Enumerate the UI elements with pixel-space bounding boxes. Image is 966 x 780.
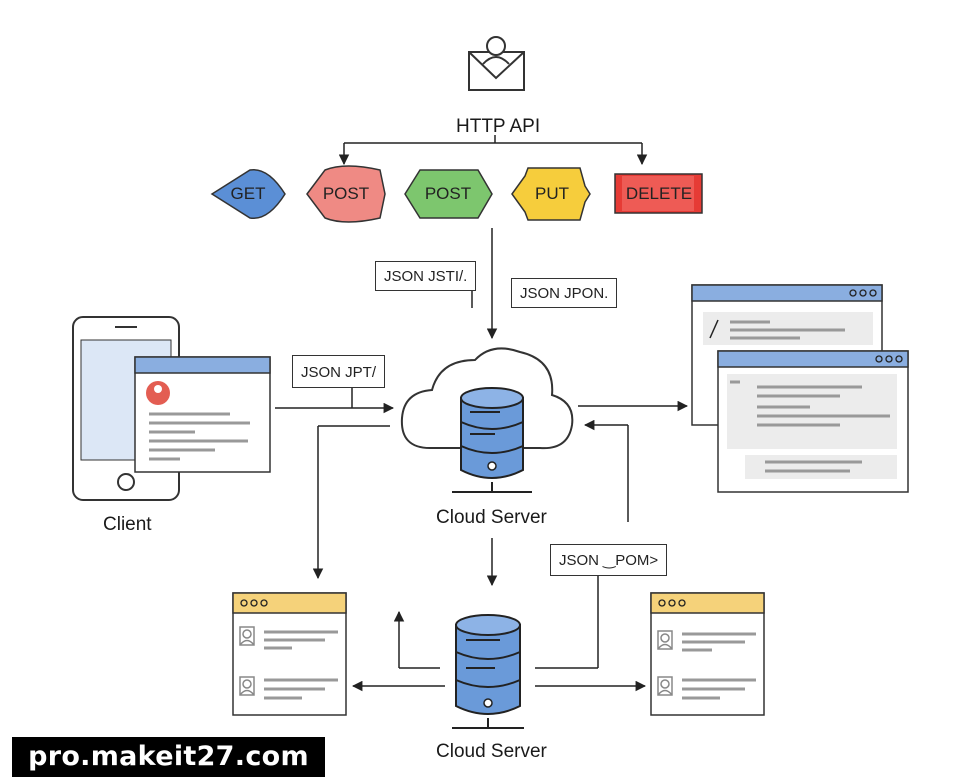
- browser-window-front: [717, 350, 909, 493]
- methods-to-cloud-arrow: [471, 228, 498, 340]
- lower-db-arrows: [351, 576, 647, 692]
- post-method-label-green: POST: [424, 184, 472, 203]
- cloud-browser-arrows: [486, 400, 689, 587]
- lower-database-icon: [452, 614, 524, 729]
- post-method-shape-green: [404, 169, 493, 219]
- lower-left-window: [232, 592, 347, 716]
- json-label-top-right: JSON JPON.: [511, 278, 618, 308]
- http-api-title: HTTP API: [456, 116, 541, 137]
- client-window: [134, 356, 271, 473]
- user-outline-icon: [239, 626, 255, 646]
- post-method-shape-red: [306, 165, 386, 223]
- put-method-label: PUT: [535, 184, 569, 203]
- get-method-label: GET: [230, 184, 266, 203]
- put-method-shape: [511, 167, 591, 221]
- cloud-server-label: Cloud Server: [436, 507, 547, 528]
- json-label-client: JSON JPT/: [292, 355, 386, 388]
- lower-cloud-server-label: Cloud Server: [436, 741, 547, 762]
- get-method-shape: [210, 168, 286, 220]
- client-cloud-arrows: [275, 388, 395, 580]
- json-label-lower: JSON ‿POM>: [550, 544, 668, 576]
- user-outline-icon: [239, 676, 255, 696]
- envelope-user-icon: [468, 36, 525, 91]
- lower-right-window: [650, 592, 765, 716]
- api-branch-connector: [338, 135, 648, 166]
- delete-method-shape: [614, 173, 703, 214]
- post-method-label-red: POST: [322, 184, 370, 203]
- delete-method-label: DELETE: [625, 184, 693, 203]
- user-outline-icon: [657, 630, 673, 650]
- watermark-banner: pro.makeit27.com: [12, 737, 325, 777]
- cloud-database-icon: [452, 387, 532, 493]
- json-label-top-left: JSON JSTI/.: [375, 261, 477, 291]
- user-outline-icon: [657, 676, 673, 696]
- client-label: Client: [103, 514, 152, 535]
